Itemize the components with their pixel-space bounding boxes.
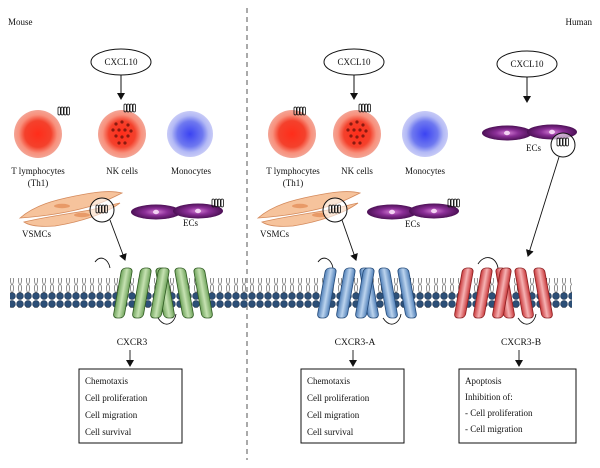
- t-lymphocyte-cell-icon: [14, 110, 62, 158]
- cxcr3-a-receptor-icon: [317, 257, 417, 325]
- t-lymphocytes-label: T lymphocytes: [266, 166, 320, 176]
- cxcl10-human-b: CXCL10: [496, 50, 558, 78]
- cxcr3-label: CXCR3: [117, 338, 148, 348]
- nk-cell-icon: [333, 103, 381, 158]
- mouse-panel-label: Mouse: [8, 17, 33, 27]
- human-b-effects-box: Apoptosis Inhibition of: - Cell prolifer…: [458, 368, 577, 444]
- effect-item: Cell survival: [85, 427, 132, 437]
- effect-item: Cell proliferation: [307, 393, 370, 403]
- monocytes-label: Monocytes: [171, 166, 211, 176]
- cxcl10-mouse: CXCL10: [90, 48, 152, 76]
- receptor-icon: [57, 106, 70, 116]
- vsmcs-label: VSMCs: [260, 229, 290, 239]
- effect-item: Inhibition of:: [465, 392, 513, 402]
- mouse-effects-box: Chemotaxis Cell proliferation Cell migra…: [78, 368, 183, 444]
- arrow-icon: [525, 156, 560, 257]
- cxcl10-label: CXCL10: [510, 59, 544, 69]
- arrow-icon: [341, 219, 358, 261]
- th1-label: (Th1): [283, 178, 304, 188]
- vsmcs-label: VSMCs: [22, 229, 52, 239]
- effect-item: - Cell migration: [465, 424, 523, 434]
- effect-item: Cell proliferation: [85, 393, 148, 403]
- t-lymphocyte-cell-icon: [268, 110, 316, 158]
- arrow-icon: [109, 219, 127, 261]
- monocyte-cell-icon: [167, 111, 213, 157]
- effect-item: Cell migration: [307, 410, 360, 420]
- cxcl10-label: CXCL10: [104, 57, 138, 67]
- ecs-label: ECs: [405, 219, 421, 229]
- cxcr3-b-label: CXCR3-B: [501, 338, 541, 348]
- human-panel-label: Human: [566, 17, 593, 27]
- magnifier-circle-icon: [550, 132, 576, 158]
- effect-item: Cell migration: [85, 410, 138, 420]
- nk-cell-icon: [98, 103, 146, 158]
- ec-cell-icon: [131, 198, 224, 220]
- monocyte-cell-icon: [402, 111, 448, 157]
- th1-label: (Th1): [28, 178, 49, 188]
- ecs-label: ECs: [183, 218, 199, 228]
- ec-cell-icon: [367, 198, 460, 220]
- nk-cells-label: NK cells: [341, 166, 373, 176]
- monocytes-label: Monocytes: [405, 166, 445, 176]
- effect-item: Cell survival: [307, 427, 354, 437]
- t-lymphocytes-label: T lymphocytes: [11, 166, 65, 176]
- effect-item: - Cell proliferation: [465, 408, 533, 418]
- effect-item: Chemotaxis: [307, 376, 350, 386]
- nk-cells-label: NK cells: [106, 166, 138, 176]
- cxcr3-receptor-icon: [94, 257, 213, 325]
- effect-item: Apoptosis: [465, 376, 502, 386]
- cxcr3-a-label: CXCR3-A: [335, 338, 376, 348]
- magnifier-circle-icon: [89, 197, 115, 223]
- cxcl10-human-a: CXCL10: [323, 48, 385, 76]
- magnifier-circle-icon: [322, 197, 348, 223]
- effect-item: Chemotaxis: [85, 376, 128, 386]
- ecs-label: ECs: [526, 143, 542, 153]
- cxcr3-b-receptor-icon: [454, 257, 553, 325]
- cxcl10-label: CXCL10: [337, 57, 371, 67]
- human-a-effects-box: Chemotaxis Cell proliferation Cell migra…: [300, 368, 405, 444]
